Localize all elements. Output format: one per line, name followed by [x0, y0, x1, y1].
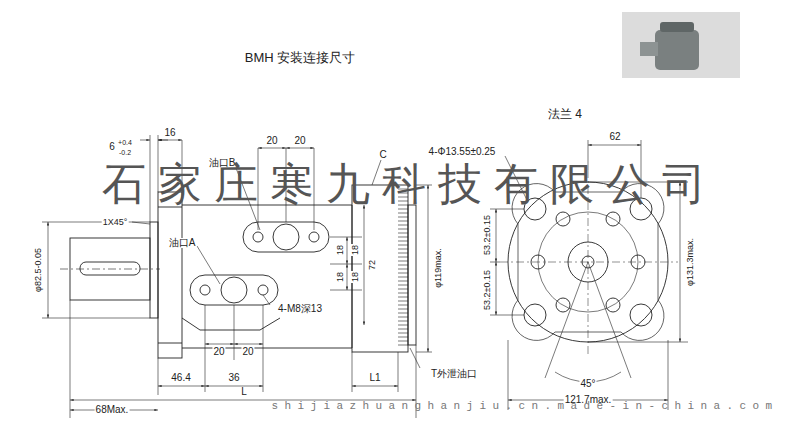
tolerance: -0.2: [118, 149, 132, 156]
dimension: L1: [368, 373, 381, 383]
dimension: 18: [336, 271, 345, 283]
dimension: 20: [212, 347, 225, 357]
watermark: shijiazhuanghanjiu.cn.made-in-china.com: [270, 401, 779, 412]
chamfer-note: 1X45°: [102, 218, 129, 227]
dimension: 6: [108, 142, 116, 152]
port-name: 油口A: [168, 238, 197, 248]
tolerance: +0.4: [117, 139, 133, 146]
dimension: L: [240, 387, 248, 397]
dimension: 20: [241, 347, 254, 357]
drawing-title: BMH 安装连接尺寸: [245, 51, 356, 64]
dimension: 53.2±0.15: [483, 214, 492, 256]
dimension: φ131.3max.: [686, 237, 695, 287]
callout: C: [378, 150, 387, 160]
port-name: T外泄油口: [430, 369, 478, 379]
dimension: 62: [608, 132, 621, 142]
dimension: 72: [368, 259, 377, 271]
dimension: 68Max.: [95, 405, 130, 415]
view-title: 法兰 4: [547, 108, 583, 120]
dimension: 20: [265, 136, 278, 146]
dimension: φ119max.: [434, 247, 443, 289]
thread-note: 4-M8深13: [277, 304, 323, 314]
product-photo: [622, 12, 740, 78]
dimension: 36: [227, 373, 240, 383]
dimension: 18: [351, 271, 360, 283]
side-view: [60, 185, 416, 358]
dimension: 16: [163, 128, 176, 138]
dimension: 53.2±0.15: [483, 269, 492, 311]
dimension: 4-Φ13.55±0.25: [428, 147, 497, 157]
dimension: 18: [336, 244, 345, 256]
angle: 45°: [579, 379, 596, 389]
watermark: 石家庄寒九科技有限公司: [101, 163, 719, 207]
dimension: 20: [293, 136, 306, 146]
dimension: φ82.5-0.05: [34, 247, 43, 293]
dimension: 46.4: [170, 373, 191, 383]
dimension: 18: [351, 244, 360, 256]
